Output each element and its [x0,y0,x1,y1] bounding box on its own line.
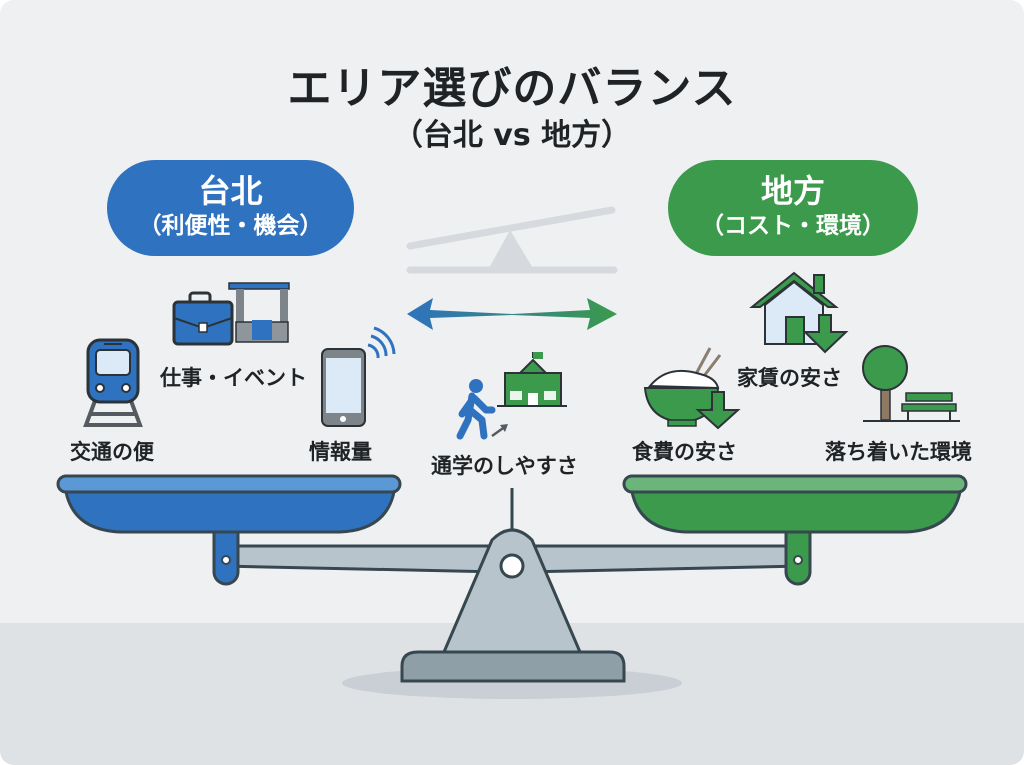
house-down-icon [749,271,849,354]
taipei-subtitle: （利便性・機会） [138,213,323,239]
page-title: エリア選びのバランス [287,63,737,114]
rural-title: 地方 [760,172,825,210]
label-cheap-rent: 家賃の安さ [737,366,842,390]
label-calm-environment: 落ち着いた環境 [825,440,972,464]
label-information: 情報量 [309,440,372,464]
balance-scale [56,474,968,699]
tree-bench-icon [862,345,960,422]
train-icon [83,338,143,427]
rural-subtitle: （コスト・環境） [701,213,885,239]
taipei-title: 台北 [198,172,263,210]
briefcase-stage-icon [172,282,290,346]
rice-bowl-down-icon [643,347,741,430]
page-subtitle: （台北 vs 地方） [392,118,632,153]
double-arrow-icon [407,298,617,330]
label-work-events: 仕事・イベント [160,366,307,390]
school-icon [497,352,567,407]
label-commute: 通学のしやすさ [431,454,578,478]
taipei-badge: 台北 （利便性・機会） [107,160,354,256]
label-cheap-food: 食費の安さ [632,440,737,464]
seesaw-icon [406,206,618,274]
rural-badge: 地方 （コスト・環境） [668,160,918,256]
walking-person-icon [456,379,508,440]
label-transport: 交通の便 [70,440,154,464]
smartphone-icon [321,326,396,427]
